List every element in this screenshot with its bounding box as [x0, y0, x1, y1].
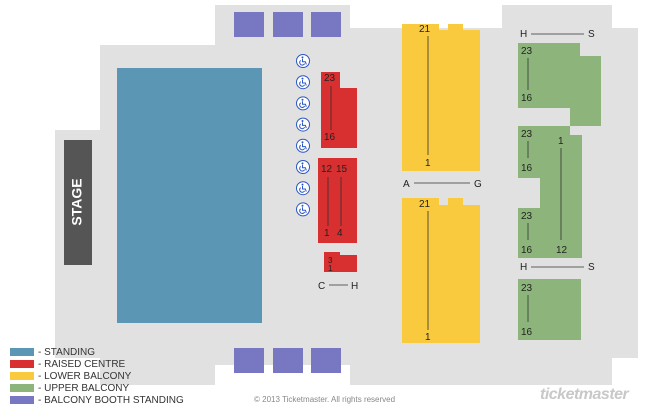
ub-mid-row-16: 16: [521, 163, 533, 174]
stage: [64, 140, 92, 265]
ticketmaster-logo: ticketmaster: [540, 386, 629, 403]
lb-lower-bottom-1: 1: [425, 332, 431, 343]
legend-label: - RAISED CENTRE: [38, 358, 126, 370]
lower-balcony-upper-block[interactable]: [402, 24, 480, 171]
legend-label: - STANDING: [38, 346, 96, 358]
upper-balcony-bottom-block[interactable]: [518, 279, 581, 340]
raised-centre-middle-block[interactable]: [318, 158, 357, 243]
ub-mid-row-23: 23: [521, 129, 533, 140]
booth-top-1[interactable]: [234, 12, 264, 37]
rc-top-row-23: 23: [324, 73, 336, 84]
wheelchair-icon: [296, 96, 310, 111]
upper-balcony-top-block[interactable]: [518, 43, 601, 126]
legend-label: - LOWER BALCONY: [38, 370, 132, 382]
booth-top-3[interactable]: [311, 12, 341, 37]
rc-row-12: 12: [321, 164, 333, 175]
booth-top-2[interactable]: [273, 12, 303, 37]
rc-row-4: 4: [337, 228, 343, 239]
rc-bottom-row-16: 16: [324, 132, 336, 143]
ub-bottom-row-23: 23: [521, 283, 533, 294]
upper-balcony-middle-block[interactable]: [518, 126, 582, 258]
lb-lower-top-21: 21: [419, 199, 431, 210]
raised-centre-small-block[interactable]: [324, 252, 357, 272]
lb-span-from: A: [403, 179, 410, 190]
wheelchair-icon: [296, 117, 310, 132]
standing-area[interactable]: [117, 68, 262, 323]
rc-row-15: 15: [336, 164, 348, 175]
legend-swatch: [10, 396, 34, 404]
wheelchair-icon: [296, 160, 310, 174]
legend-swatch: [10, 360, 34, 368]
rc-row-1: 1: [324, 228, 330, 239]
lb-upper-bottom-1: 1: [425, 158, 431, 169]
legend-swatch: [10, 384, 34, 392]
ub-top-row-23: 23: [521, 46, 533, 57]
copyright-notice: © 2013 Ticketmaster. All rights reserved: [254, 395, 396, 404]
ub-mid-row-1: 1: [558, 136, 564, 147]
ub-mid-row-23b: 23: [521, 211, 533, 222]
legend-swatch: [10, 348, 34, 356]
rc-small-row-1: 1: [328, 264, 333, 273]
lb-upper-top-21: 21: [419, 24, 431, 35]
legend-item: - BALCONY BOOTH STANDING: [10, 394, 184, 406]
ub-bottom-span-from: H: [520, 262, 527, 273]
lb-span-to: G: [474, 179, 482, 190]
lower-balcony-lower-block[interactable]: [402, 198, 480, 343]
legend-item: - UPPER BALCONY: [10, 382, 184, 394]
wheelchair-icon: [296, 54, 310, 68]
ub-top-span-to: S: [588, 29, 595, 40]
stage-label: STAGE: [69, 178, 85, 225]
accessible-seating-icons: [296, 54, 310, 217]
wheelchair-icon: [296, 75, 310, 90]
legend-label: - BALCONY BOOTH STANDING: [38, 394, 184, 406]
ub-bottom-span-to: S: [588, 262, 595, 273]
wheelchair-icon: [296, 181, 310, 196]
ub-mid-row-16b: 16: [521, 245, 533, 256]
ub-bottom-row-16: 16: [521, 327, 533, 338]
booth-bottom-3[interactable]: [311, 348, 341, 373]
booth-bottom-2[interactable]: [273, 348, 303, 373]
legend-label: - UPPER BALCONY: [38, 382, 130, 394]
rc-span-from: C: [318, 281, 325, 292]
legend-item: - STANDING: [10, 346, 184, 358]
ub-top-span-from: H: [520, 29, 527, 40]
legend-swatch: [10, 372, 34, 380]
rc-span-to: H: [351, 281, 358, 292]
legend-item: - LOWER BALCONY: [10, 370, 184, 382]
wheelchair-icon: [296, 202, 310, 217]
rc-small-row-3: 3: [328, 256, 333, 265]
raised-centre-upper-block[interactable]: [321, 72, 357, 148]
booth-bottom-1[interactable]: [234, 348, 264, 373]
legend-item: - RAISED CENTRE: [10, 358, 184, 370]
wheelchair-icon: [296, 138, 310, 153]
ub-mid-row-12: 12: [556, 245, 568, 256]
legend: - STANDING- RAISED CENTRE- LOWER BALCONY…: [10, 346, 184, 406]
ub-top-row-16: 16: [521, 93, 533, 104]
